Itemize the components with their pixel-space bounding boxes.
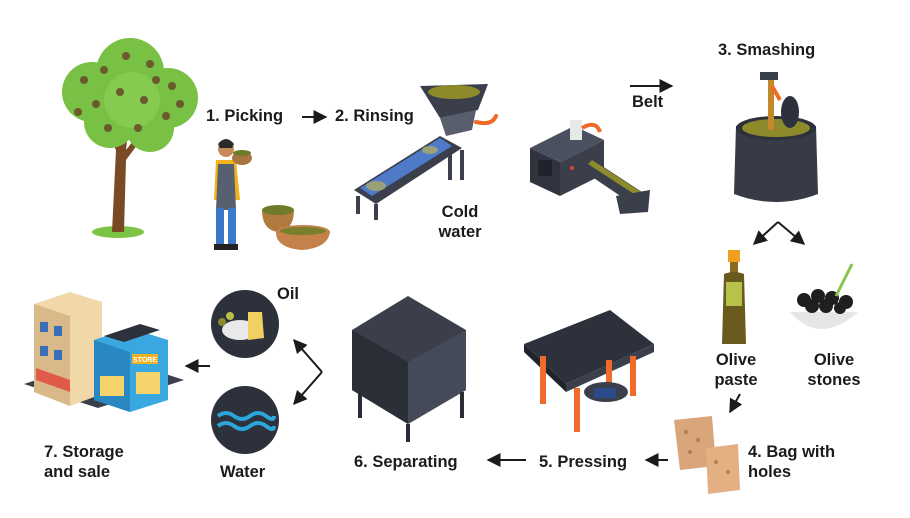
olive-stones-label: Olive stones [798, 350, 870, 390]
olive-paste-label: Olive paste [706, 350, 766, 390]
olive-baskets-icon [262, 205, 330, 250]
arrow-smashing-to-stones [777, 221, 806, 245]
arrow-split-to-oil [293, 338, 323, 373]
step-smashing-label: 3. Smashing [718, 41, 816, 59]
store-building-icon: STORE [24, 292, 184, 412]
step-separating-label: 6. Separating [354, 453, 458, 471]
oil-label: Oil [277, 285, 300, 303]
cold-water-label: Cold water [430, 202, 490, 242]
step-bag-line1: 4. Bag with [748, 443, 836, 461]
olive-stones-line1: Olive [813, 351, 855, 369]
separator-machine-icon [352, 296, 466, 442]
step-picking-label: 1. Picking [206, 107, 284, 125]
arrow-smashing-to-paste [752, 221, 779, 245]
step-storage-line1: 7. Storage [44, 443, 124, 461]
step-bag-line2: holes [748, 463, 792, 481]
belt-machine-icon [530, 120, 650, 214]
picker-person-icon [214, 139, 252, 250]
arrow-paste-to-bag [729, 393, 743, 414]
step-storage-label: 7. Storage and sale [44, 442, 124, 482]
belt-label: Belt [632, 93, 664, 111]
step-rinsing-label: 2. Rinsing [335, 107, 414, 125]
olive-paste-line1: Olive [715, 351, 757, 369]
cold-water-line1: Cold [441, 203, 479, 221]
step-pressing-label: 5. Pressing [539, 453, 628, 471]
olive-stones-line2: stones [807, 371, 861, 389]
olive-paste-line2: paste [714, 371, 758, 389]
cold-water-line2: water [438, 223, 482, 241]
olive-tree-icon [62, 38, 198, 238]
water-output-icon [211, 386, 279, 454]
oil-output-icon [211, 290, 279, 358]
bags-with-holes-icon [674, 416, 740, 494]
olive-paste-bottle-icon [722, 250, 746, 344]
rinsing-machine-icon [354, 84, 498, 220]
olive-stones-bowl-icon [790, 263, 858, 329]
press-machine-icon [524, 310, 654, 432]
step-bag-label: 4. Bag with holes [748, 442, 835, 482]
store-sign-text: STORE [133, 357, 157, 364]
arrow-split-to-water [293, 371, 323, 406]
smashing-mill-icon [734, 72, 818, 202]
step-storage-line2: and sale [44, 463, 111, 481]
water-label: Water [220, 463, 266, 481]
